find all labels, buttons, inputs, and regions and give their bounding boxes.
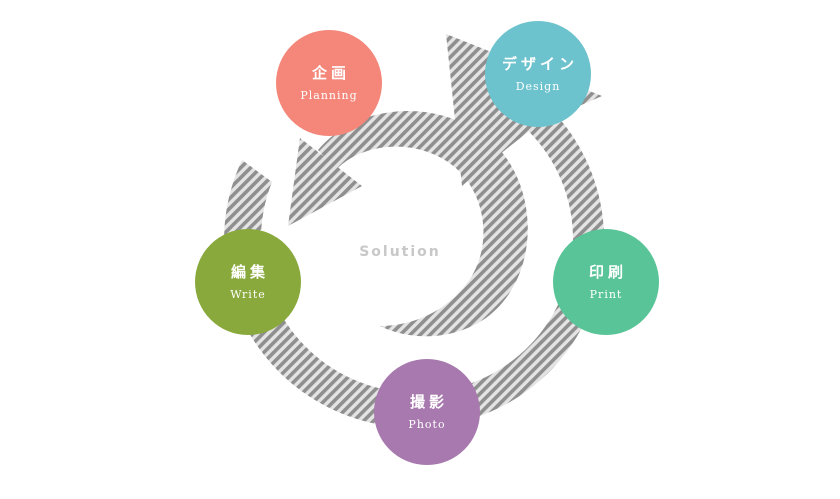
node-photo-en: Photo — [408, 418, 446, 431]
node-planning-jp: 企画 — [311, 64, 350, 82]
node-write: 編集 Write — [195, 229, 301, 335]
node-write-en: Write — [230, 288, 266, 301]
inner-ring-arrow — [318, 110, 528, 337]
node-design-jp: デザイン — [501, 55, 578, 73]
node-planning: 企画 Planning — [276, 30, 382, 136]
node-print-en: Print — [589, 288, 623, 301]
node-design-en: Design — [515, 80, 561, 93]
inner-arrowhead — [288, 138, 362, 226]
node-print: 印刷 Print — [553, 229, 659, 335]
node-photo-jp: 撮影 — [409, 393, 448, 411]
node-write-jp: 編集 — [230, 263, 269, 281]
center-label: Solution — [359, 244, 441, 260]
node-planning-en: Planning — [300, 89, 358, 102]
node-design: デザイン Design — [485, 21, 591, 127]
node-photo: 撮影 Photo — [374, 359, 480, 465]
node-print-jp: 印刷 — [588, 263, 627, 281]
